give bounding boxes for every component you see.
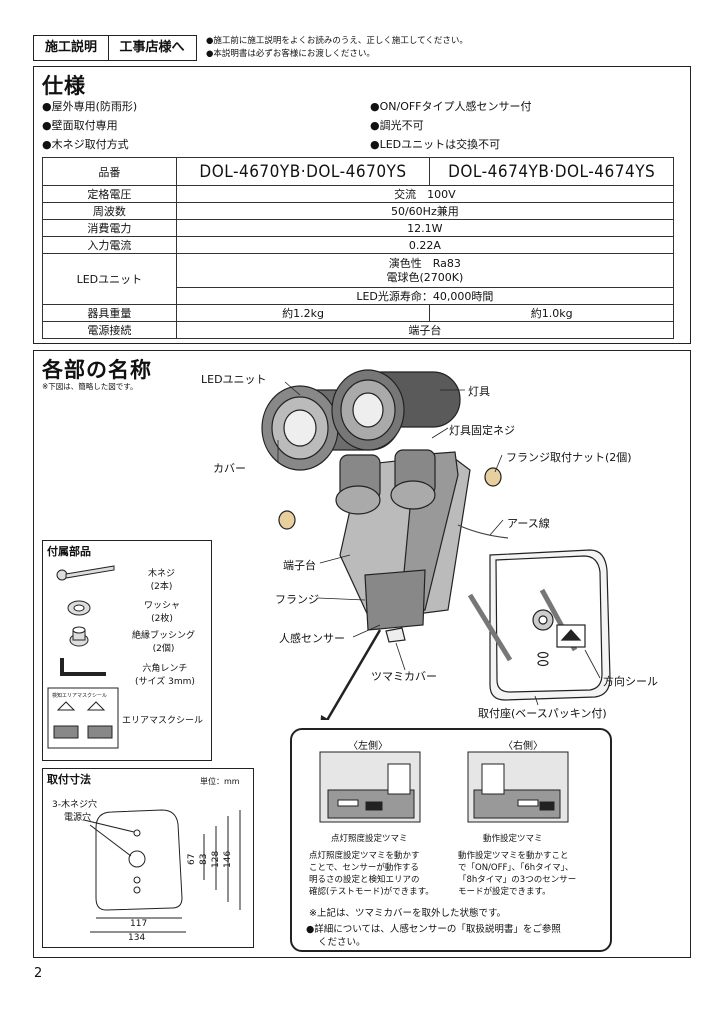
table-row: 電源接続 端子台 [42,321,675,339]
sensor-note-2b: ください。 [318,937,366,948]
led-cri: 演色性 Ra83 [388,256,461,270]
tag-construction-guide: 施工説明 [33,35,109,61]
bushing-icon [69,626,89,647]
weight-b: 約1.0kg [429,304,674,322]
weight-label: 器具重量 [42,304,177,322]
power-hole-label: 電源穴 [64,813,92,823]
left-knob-caption: 点灯照度設定ツマミ [331,834,408,844]
label-direction-seal: 方向シール [603,675,658,688]
label-terminal: 端子台 [283,559,316,572]
table-row: 消費電力 12.1W [42,219,675,237]
row-value: 12.1W [175,219,675,237]
table-row: 品番 DOL-4670YB·DOL-4670YS DOL-4674YB·DOL-… [42,157,674,186]
model-a: DOL-4670YB·DOL-4670YS [175,157,431,186]
dim-146: 146 [223,851,233,868]
label-led-unit: LEDユニット [201,373,267,386]
table-row: LEDユニット 演色性 Ra83 電球色(2700K) [42,253,675,305]
right-knob-desc: 動作設定ツマミを動かすこと で「ON/OFF」、「6hタイマ」、 「8hタイマ」… [458,851,577,897]
table-row: 器具重量 約1.2kg 約1.0kg [42,304,674,322]
weight-a: 約1.2kg [175,304,431,322]
row-value: 交流 100V [175,185,675,203]
conn-label: 電源接続 [42,321,177,339]
fixture-illustration [261,369,611,720]
acc-wrench: 六角レンチ(サイズ 3mm) [135,664,195,687]
label-sensor: 人感センサー [279,632,345,645]
table-row: 定格電圧 交流 100V [42,185,675,203]
spec-bullet-wall: ●壁面取付専用 [42,119,118,132]
washer-icon [67,600,91,616]
row-value: 50/60Hz兼用 [175,202,675,220]
dim-134: 134 [128,933,145,943]
sensor-note-2a: ●詳細については、人感センサーの「取扱説明書」をご参照 [306,924,561,935]
model-b: DOL-4674YB·DOL-4674YS [429,157,674,186]
dim-83: 83 [199,854,209,865]
left-knob-desc: 点灯照度設定ツマミを動かす ことで、センサーが動作する 明るさの設定と検知エリア… [309,851,434,897]
sensor-knob-illustrations [319,751,569,823]
row-value: 0.22A [175,236,675,254]
dimensions-drawing: 67 83 128 146 117 134 [83,809,241,943]
dimensions-panel [42,768,254,948]
label-fixing-screw: 灯具固定ネジ [449,424,515,437]
parts-subnote: ※下図は、簡略した図です。 [42,382,138,391]
acc-washer: ワッシャ(2枚) [144,601,181,624]
spec-bullet-screw: ●木ネジ取付方式 [42,138,129,151]
sensor-note-1: ※上記は、ツマミカバーを取外した状態です。 [309,908,507,919]
dimensions-title: 取付寸法 [47,773,91,786]
spec-bullet-led: ●LEDユニットは交換不可 [370,138,501,151]
acc-screw: 木ネジ(2本) [148,569,176,592]
spec-bullet-sensor: ●ON/OFFタイプ人感センサー付 [370,100,532,113]
dim-117: 117 [130,919,147,929]
tag-for-contractors: 工事店様へ [108,35,197,61]
led-label: LEDユニット [42,253,177,305]
led-values: 演色性 Ra83 電球色(2700K) [175,253,675,288]
accessories-title: 付属部品 [47,545,91,558]
label-fixture: 灯具 [468,385,490,398]
conn-value: 端子台 [175,321,675,339]
accessories-illustration [47,565,119,749]
label-earth-wire: アース線 [507,517,550,530]
spec-table: 品番 DOL-4670YB·DOL-4670YS DOL-4674YB·DOL-… [42,157,675,339]
label-flange-nut: フランジ取付ナット(2個) [506,451,632,464]
spec-section [33,66,691,344]
dim-128: 128 [211,851,221,868]
acc-bushing: 絶縁ブッシング(2個) [132,631,196,654]
row-label: 周波数 [42,202,177,220]
seal-caption: 検知エリアマスクシール [52,693,108,699]
table-row: 周波数 50/60Hz兼用 [42,202,675,220]
parts-section [33,350,691,958]
label-knob-cover: ツマミカバー [371,670,437,683]
row-label: 定格電圧 [42,185,177,203]
header-note-1: ●施工前に施工説明をよくお読みのうえ、正しく施工してください。 [206,36,468,46]
label-cover: カバー [213,462,246,475]
label-base: 取付座(ベースパッキン付) [478,707,607,720]
label-flange: フランジ [275,593,319,606]
sensor-right-title: 〈右側〉 [503,741,543,752]
spec-bullet-dimming: ●調光不可 [370,119,424,132]
dimensions-unit: 単位：mm [200,777,240,786]
hex-wrench-icon [60,658,106,676]
mask-seal-icon [47,687,119,749]
table-row: 入力電流 0.22A [42,236,675,254]
sensor-left-title: 〈左側〉 [348,741,388,752]
led-color: 電球色(2700K) [386,270,464,284]
page-number: 2 [34,966,43,981]
sensor-detail-panel [290,728,612,952]
led-life: LED光源寿命：40,000時間 [175,287,675,305]
row-label: 消費電力 [42,219,177,237]
wood-screw-icon [56,565,115,581]
spec-title: 仕様 [42,74,86,98]
right-knob-caption: 動作設定ツマミ [483,834,543,844]
screw-holes-label: 3-木ネジ穴 [52,800,97,810]
spec-bullet-outdoor: ●屋外専用(防雨形) [42,100,138,113]
row-label: 入力電流 [42,236,177,254]
model-label: 品番 [42,157,177,186]
acc-mask-seal: エリアマスクシール [122,716,204,726]
accessories-panel [42,540,212,761]
parts-title: 各部の名称 [42,358,152,382]
header-note-2: ●本説明書は必ずお客様にお渡しください。 [206,49,375,59]
dim-67: 67 [187,854,197,865]
